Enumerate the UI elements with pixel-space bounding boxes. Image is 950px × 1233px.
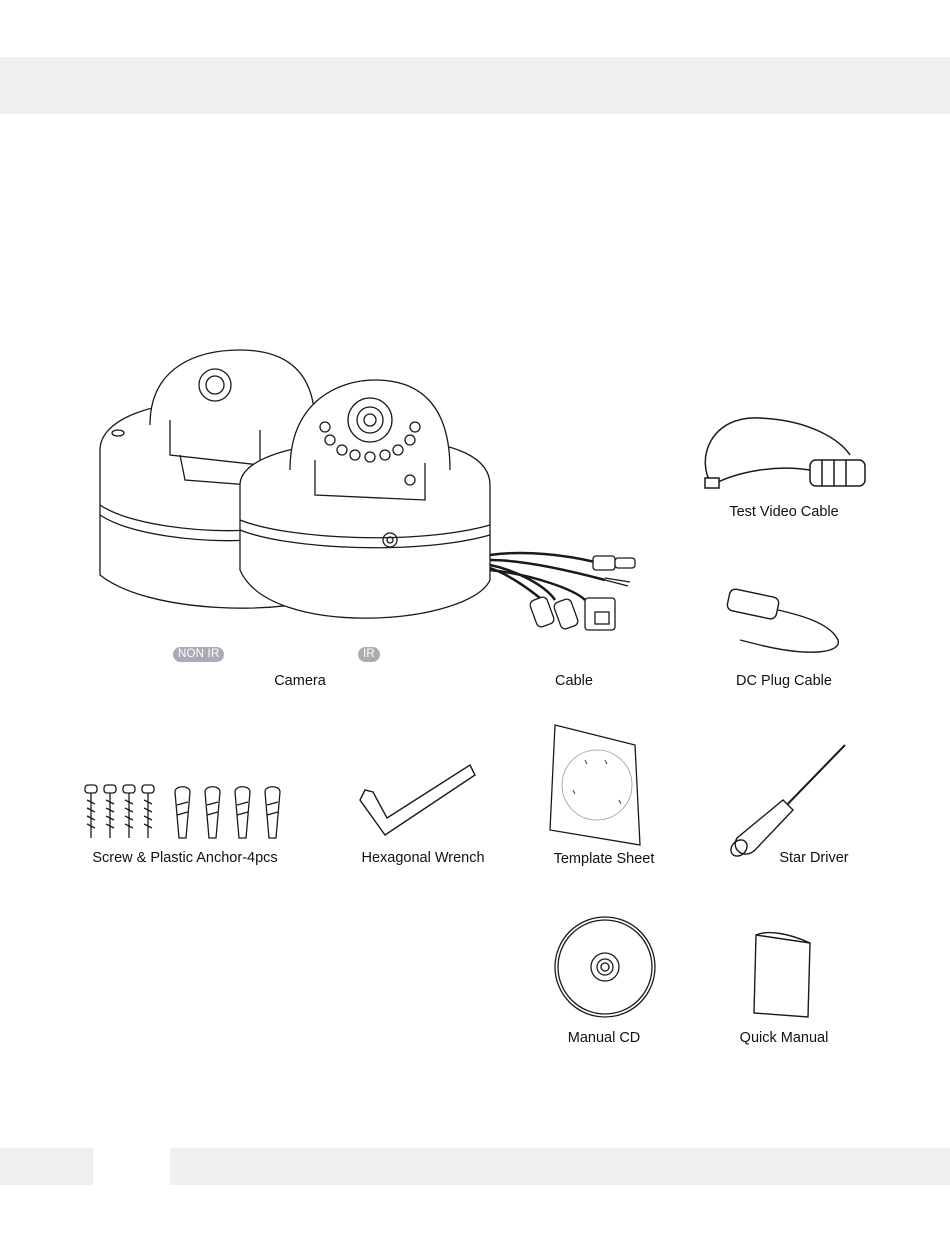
screw-anchor-illustration: [80, 780, 290, 845]
manual-cd-illustration: [553, 915, 658, 1020]
non-ir-badge: NON IR: [173, 647, 224, 662]
camera-illustration: [90, 345, 520, 645]
template-sheet-illustration: [545, 720, 645, 850]
footer-band-left: [0, 1148, 93, 1185]
quick-manual-label: Quick Manual: [704, 1030, 864, 1046]
hex-wrench-label: Hexagonal Wrench: [343, 850, 503, 866]
hex-wrench-illustration: [355, 760, 485, 840]
footer-band-right: [170, 1148, 950, 1185]
cable-illustration: [485, 540, 645, 645]
template-sheet-label: Template Sheet: [524, 851, 684, 867]
ir-badge: IR: [358, 647, 380, 662]
header-band: [0, 57, 950, 114]
screw-anchor-label: Screw & Plastic Anchor-4pcs: [80, 850, 290, 866]
camera-label: Camera: [250, 673, 350, 689]
star-driver-label: Star Driver: [734, 850, 894, 866]
dc-plug-cable-illustration: [720, 585, 870, 665]
dc-plug-cable-label: DC Plug Cable: [704, 673, 864, 689]
manual-cd-label: Manual CD: [524, 1030, 684, 1046]
quick-manual-illustration: [748, 925, 818, 1020]
test-video-cable-illustration: [700, 400, 870, 500]
test-video-cable-label: Test Video Cable: [704, 504, 864, 520]
cable-label: Cable: [524, 673, 624, 689]
